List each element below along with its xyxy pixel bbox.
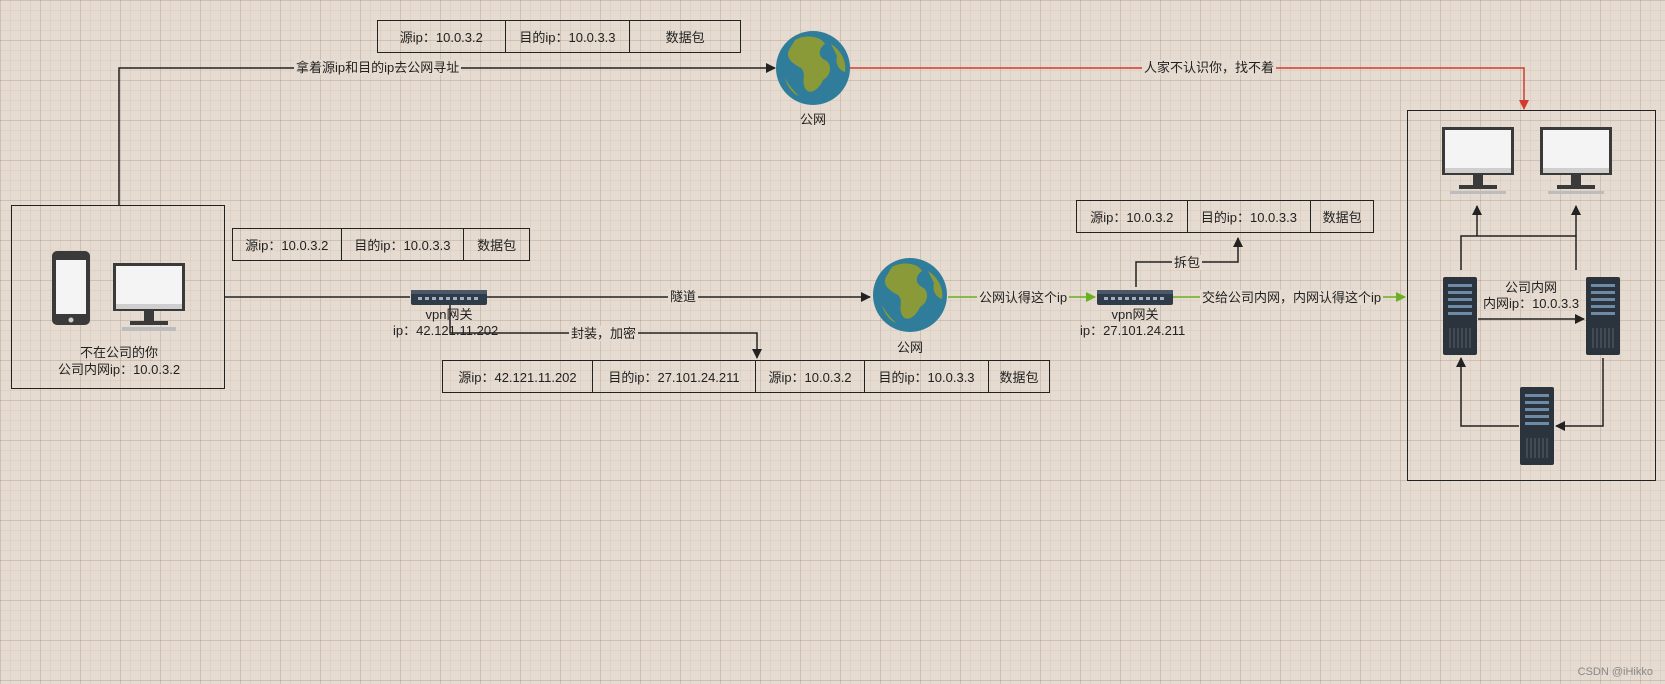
label-vpn1-ip: ip：42.121.11.202: [393, 323, 499, 338]
packet-cell-inner-dst: 目的ip：10.0.3.3: [865, 361, 989, 392]
packet-cell-outer-dst: 目的ip：27.101.24.211: [593, 361, 756, 392]
packet-encapsulated: 源ip：42.121.11.202 目的ip：27.101.24.211 源ip…: [442, 360, 1050, 393]
label-unpack: 拆包: [1172, 255, 1203, 270]
label-vpn2-ip: ip：27.101.24.211: [1080, 323, 1186, 338]
packet-cell-src: 源ip：10.0.3.2: [233, 229, 342, 260]
desktop-monitor-icon: [1540, 127, 1612, 194]
label-user-line2: 公司内网ip：10.0.3.2: [57, 362, 181, 377]
globe-icon: [776, 31, 850, 105]
intranet-box: [1407, 110, 1656, 481]
label-user-line1: 不在公司的你: [79, 345, 159, 360]
label-path-top: 拿着源ip和目的ip去公网寻址: [294, 60, 462, 75]
label-encap: 封装，加密: [569, 326, 639, 341]
watermark: CSDN @iHikko: [1577, 666, 1653, 678]
label-vpn2-name: vpn网关: [1111, 307, 1159, 322]
packet-right: 源ip：10.0.3.2 目的ip：10.0.3.3 数据包: [1076, 200, 1374, 233]
label-rejected: 人家不认识你，找不着: [1142, 60, 1277, 75]
edge-srvL-to-mon1: [1460, 235, 1577, 270]
desktop-monitor-icon: [1442, 127, 1514, 194]
edge-srvB-to-srvL: [1456, 357, 1519, 427]
desktop-monitor-icon: [113, 263, 185, 331]
label-public-top: 公网: [799, 112, 827, 127]
packet-cell-outer-src: 源ip：42.121.11.202: [443, 361, 593, 392]
server-icon: [1443, 277, 1477, 355]
label-intranet-line1: 公司内网: [1504, 280, 1558, 295]
edge-srvR-to-srvB: [1555, 358, 1604, 431]
packet-cell-dst: 目的ip：10.0.3.3: [342, 229, 465, 260]
label-recognize: 公网认得这个ip: [977, 290, 1070, 305]
packet-top: 源ip：10.0.3.2 目的ip：10.0.3.3 数据包: [377, 20, 741, 53]
label-tunnel: 隧道: [668, 289, 699, 304]
packet-cell-src: 源ip：10.0.3.2: [1077, 201, 1188, 232]
packet-mid: 源ip：10.0.3.2 目的ip：10.0.3.3 数据包: [232, 228, 530, 261]
router-icon: [411, 290, 487, 305]
router-icon: [1097, 290, 1173, 305]
server-icon: [1586, 277, 1620, 355]
packet-cell-inner-src: 源ip：10.0.3.2: [756, 361, 865, 392]
packet-cell-payload: 数据包: [665, 30, 705, 45]
label-deliver: 交给公司内网，内网认得这个ip: [1200, 290, 1384, 305]
packet-cell-dst: 目的ip：10.0.3.3: [1188, 201, 1312, 232]
server-icon: [1520, 387, 1554, 465]
label-intranet-line2: 内网ip：10.0.3.3: [1482, 296, 1580, 311]
remote-user-box: [11, 205, 225, 389]
packet-cell-payload: 数据包: [1322, 210, 1362, 225]
phone-icon: [52, 251, 90, 325]
packet-cell-dst: 目的ip：10.0.3.3: [506, 21, 631, 52]
label-public-mid: 公网: [896, 340, 924, 355]
packet-cell-src: 源ip：10.0.3.2: [378, 21, 506, 52]
label-vpn1-name: vpn网关: [425, 307, 473, 322]
edge-user-to-public-top: [118, 63, 776, 205]
packet-cell-payload: 数据包: [999, 370, 1039, 385]
edge-rejected: [850, 67, 1529, 110]
globe-icon: [873, 258, 947, 332]
packet-cell-payload: 数据包: [477, 238, 517, 253]
